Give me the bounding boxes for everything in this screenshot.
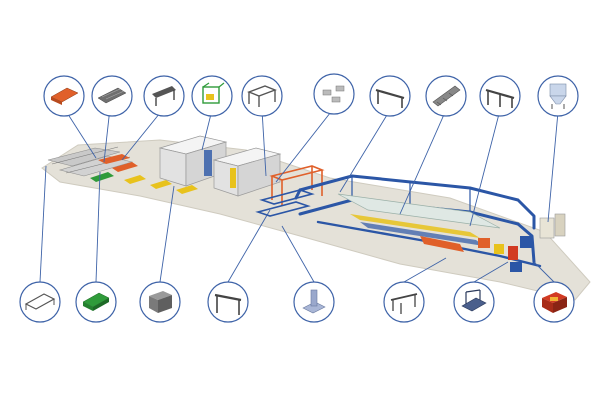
sliding-table-icon (19, 281, 61, 323)
transfer-frame-icon (241, 75, 283, 117)
callouts-top (43, 73, 579, 117)
dust-collector-icon (537, 75, 579, 117)
bridge-frame-icon (479, 75, 521, 117)
red-hopper-icon (533, 281, 575, 323)
steel-structure-icon (453, 281, 495, 323)
callouts-bottom (19, 281, 575, 323)
green-frame-cage-icon (191, 75, 233, 117)
paint-booths (158, 135, 282, 197)
portal-frame-icon (207, 281, 249, 323)
clamp-parts-icon (313, 73, 355, 115)
leader-lines (39, 107, 559, 283)
orange-pallet-icon (43, 75, 85, 117)
column-base-icon (293, 281, 335, 323)
angled-rack-icon (143, 75, 185, 117)
gantry-beam-icon (369, 75, 411, 117)
curing-tunnel (337, 193, 501, 252)
infeed-conveyors (47, 146, 198, 194)
gray-cabinet-icon (139, 281, 181, 323)
ladder-track-icon (425, 75, 467, 117)
green-cart-icon (75, 281, 117, 323)
roller-conveyor-icon (91, 75, 133, 117)
outfeed-machines (478, 213, 566, 272)
work-bench-icon (383, 281, 425, 323)
